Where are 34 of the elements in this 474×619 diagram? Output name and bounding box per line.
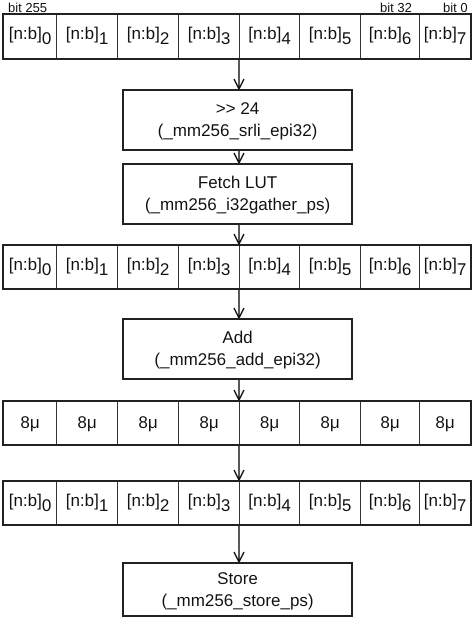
arrow xyxy=(233,380,245,401)
arrow xyxy=(233,526,245,563)
function-name: (_mm256_srli_epi32) xyxy=(158,120,318,142)
bit-position-label: bit 32 xyxy=(380,0,412,15)
arrow xyxy=(233,290,245,319)
register-bar xyxy=(2,480,472,526)
register-bar xyxy=(2,244,472,290)
lane-label: 8μ xyxy=(320,413,340,433)
lane-label: 8μ xyxy=(380,413,400,433)
operation-label: Fetch LUT xyxy=(198,172,278,194)
operation-label: Store xyxy=(217,568,258,590)
arrow xyxy=(233,446,245,481)
lane-label: 8μ xyxy=(138,413,158,433)
lane-label: 8μ xyxy=(435,413,455,433)
function-name: (_mm256_add_epi32) xyxy=(154,349,321,371)
arrow xyxy=(233,60,245,90)
bit-position-label: bit 0 xyxy=(443,0,468,15)
lane-label: 8μ xyxy=(77,413,97,433)
arrow xyxy=(233,151,245,164)
lane-label: 8μ xyxy=(199,413,219,433)
lane-label: 8μ xyxy=(260,413,280,433)
function-name: (_mm256_store_ps) xyxy=(161,590,314,612)
operation-box xyxy=(122,163,353,225)
bit-position-label: bit 255 xyxy=(8,0,48,15)
operation-box xyxy=(122,562,353,617)
operation-label: >> 24 xyxy=(216,98,260,120)
operation-box xyxy=(122,89,353,151)
lane-label: 8μ xyxy=(20,413,40,433)
operation-label: Add xyxy=(222,327,253,349)
operation-box xyxy=(122,318,353,380)
register-bar xyxy=(2,13,472,60)
arrow xyxy=(233,225,245,245)
function-name: (_mm256_i32gather_ps) xyxy=(144,194,330,216)
register-bar xyxy=(2,400,472,446)
